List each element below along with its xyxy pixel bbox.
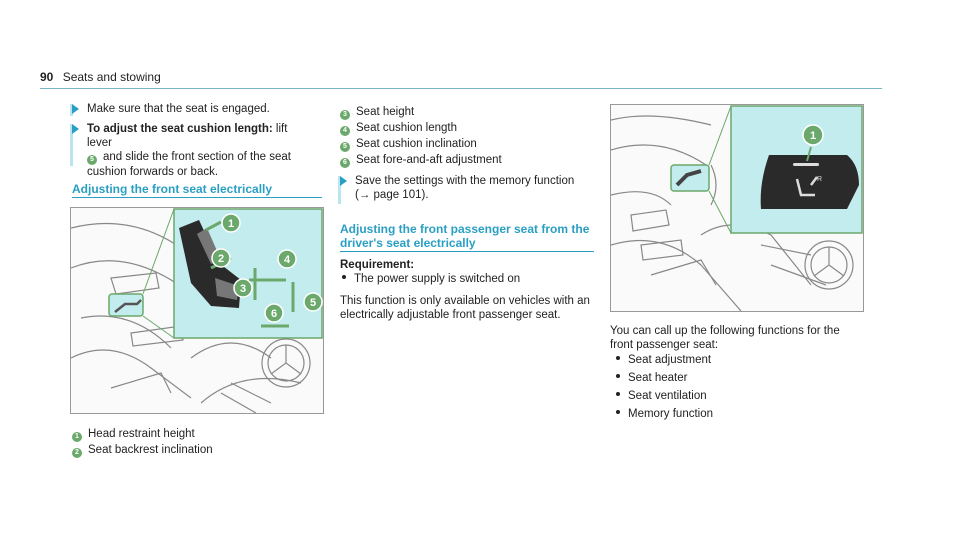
legend-badge: 6 bbox=[340, 158, 350, 168]
section-heading-passenger-seat: Adjusting the front passenger seat from … bbox=[340, 222, 589, 250]
intro-line: You can call up the following functions … bbox=[610, 325, 840, 337]
legend-badge: 4 bbox=[340, 126, 350, 136]
figure-callout-3: 3 bbox=[240, 283, 246, 295]
step-page-link[interactable]: (→ page 101). bbox=[355, 189, 429, 201]
list-item-text: Memory function bbox=[628, 408, 714, 420]
step-triangle-icon bbox=[340, 176, 347, 186]
functions-intro: You can call up the following functions … bbox=[610, 324, 840, 352]
legend-text: Seat cushion inclination bbox=[356, 138, 477, 150]
instruction-bar bbox=[70, 104, 73, 116]
legend-item: 5 Seat cushion inclination bbox=[340, 136, 502, 152]
requirement-block: Requirement: The power supply is switche… bbox=[340, 258, 520, 286]
header-divider bbox=[40, 88, 882, 89]
legend-badge: 1 bbox=[72, 432, 82, 442]
legend-item: 6 Seat fore-and-aft adjustment bbox=[340, 152, 502, 168]
instruction-bar bbox=[70, 124, 73, 166]
list-item-text: Seat heater bbox=[628, 372, 688, 384]
body-line: electrically adjustable front passenger … bbox=[340, 309, 561, 321]
bullet-dot bbox=[342, 275, 346, 279]
figure-callout-1: 1 bbox=[228, 218, 234, 230]
section-heading-line: Adjusting the front passenger seat from … bbox=[340, 222, 590, 236]
legend-item: 1 Head restraint height bbox=[72, 426, 213, 442]
callout-badge: 5 bbox=[87, 155, 97, 165]
passenger-seat-button-icon bbox=[760, 155, 859, 209]
passenger-seat-controls-figure: R 1 bbox=[610, 104, 864, 312]
bullet-dot bbox=[616, 356, 620, 360]
section-underline bbox=[72, 197, 322, 198]
figure-callout-1: 1 bbox=[810, 130, 816, 142]
step-bold-text: To adjust the seat cushion length: bbox=[87, 123, 273, 135]
figure-callout-6: 6 bbox=[271, 308, 277, 320]
step-text: Make sure that the seat is engaged. bbox=[87, 103, 270, 115]
functions-list: Seat adjustment Seat heater Seat ventila… bbox=[614, 351, 713, 423]
section-heading-line: driver's seat electrically bbox=[340, 236, 476, 250]
instruction-step-1: Make sure that the seat is engaged. bbox=[72, 102, 270, 116]
legend-badge: 2 bbox=[72, 448, 82, 458]
section-underline bbox=[340, 251, 594, 252]
requirement-text: The power supply is switched on bbox=[354, 273, 521, 285]
legend-text: Seat cushion length bbox=[356, 122, 458, 134]
step-triangle-icon bbox=[72, 124, 79, 134]
legend-item: 2 Seat backrest inclination bbox=[72, 442, 213, 458]
bullet-dot bbox=[616, 374, 620, 378]
instruction-bar bbox=[338, 176, 341, 204]
step-text: lift lever bbox=[87, 123, 288, 149]
step-text: cushion forwards or back. bbox=[87, 166, 219, 178]
section-heading-front-seat: Adjusting the front seat electrically bbox=[72, 182, 273, 196]
legend-text: Head restraint height bbox=[88, 428, 195, 440]
bullet-dot bbox=[616, 392, 620, 396]
intro-line: front passenger seat: bbox=[610, 339, 719, 351]
step-text: Save the settings with the memory functi… bbox=[355, 175, 575, 187]
figure-callout-4: 4 bbox=[284, 254, 291, 266]
step-triangle-icon bbox=[72, 104, 79, 114]
legend-text: Seat height bbox=[356, 106, 415, 118]
body-paragraph: This function is only available on vehic… bbox=[340, 294, 590, 322]
instruction-save-memory: Save the settings with the memory functi… bbox=[340, 174, 574, 202]
figure-callout-2: 2 bbox=[218, 253, 224, 265]
memory-button-label: R bbox=[817, 176, 822, 183]
legend-text: Seat backrest inclination bbox=[88, 444, 213, 456]
list-item: Seat ventilation bbox=[614, 387, 713, 405]
step-text: and slide the front section of the seat bbox=[103, 151, 291, 163]
bullet-dot bbox=[616, 410, 620, 414]
list-item: Seat heater bbox=[614, 369, 713, 387]
running-header: 90 Seats and stowing bbox=[40, 70, 161, 84]
section-name: Seats and stowing bbox=[62, 70, 161, 84]
body-line: This function is only available on vehic… bbox=[340, 295, 590, 307]
front-seat-controls-figure: 1 2 3 4 5 6 bbox=[70, 207, 324, 414]
legend-badge: 5 bbox=[340, 142, 350, 152]
legend-text: Seat fore-and-aft adjustment bbox=[356, 154, 502, 166]
instruction-step-2: To adjust the seat cushion length: lift … bbox=[72, 122, 312, 179]
figure-legend-left: 1 Head restraint height 2 Seat backrest in… bbox=[72, 426, 213, 458]
list-item-text: Seat adjustment bbox=[628, 354, 712, 366]
door-seat-switch-icon bbox=[108, 293, 144, 317]
list-item: Seat adjustment bbox=[614, 351, 713, 369]
figure-callout-5: 5 bbox=[310, 297, 316, 309]
list-item-text: Seat ventilation bbox=[628, 390, 707, 402]
page-number: 90 bbox=[40, 70, 54, 84]
legend-badge: 3 bbox=[340, 110, 350, 120]
legend-item: 3 Seat height bbox=[340, 104, 502, 120]
door-memory-switch-icon bbox=[670, 164, 710, 192]
list-item: Memory function bbox=[614, 405, 713, 423]
requirement-label: Requirement: bbox=[340, 259, 415, 271]
legend-item: 4 Seat cushion length bbox=[340, 120, 502, 136]
